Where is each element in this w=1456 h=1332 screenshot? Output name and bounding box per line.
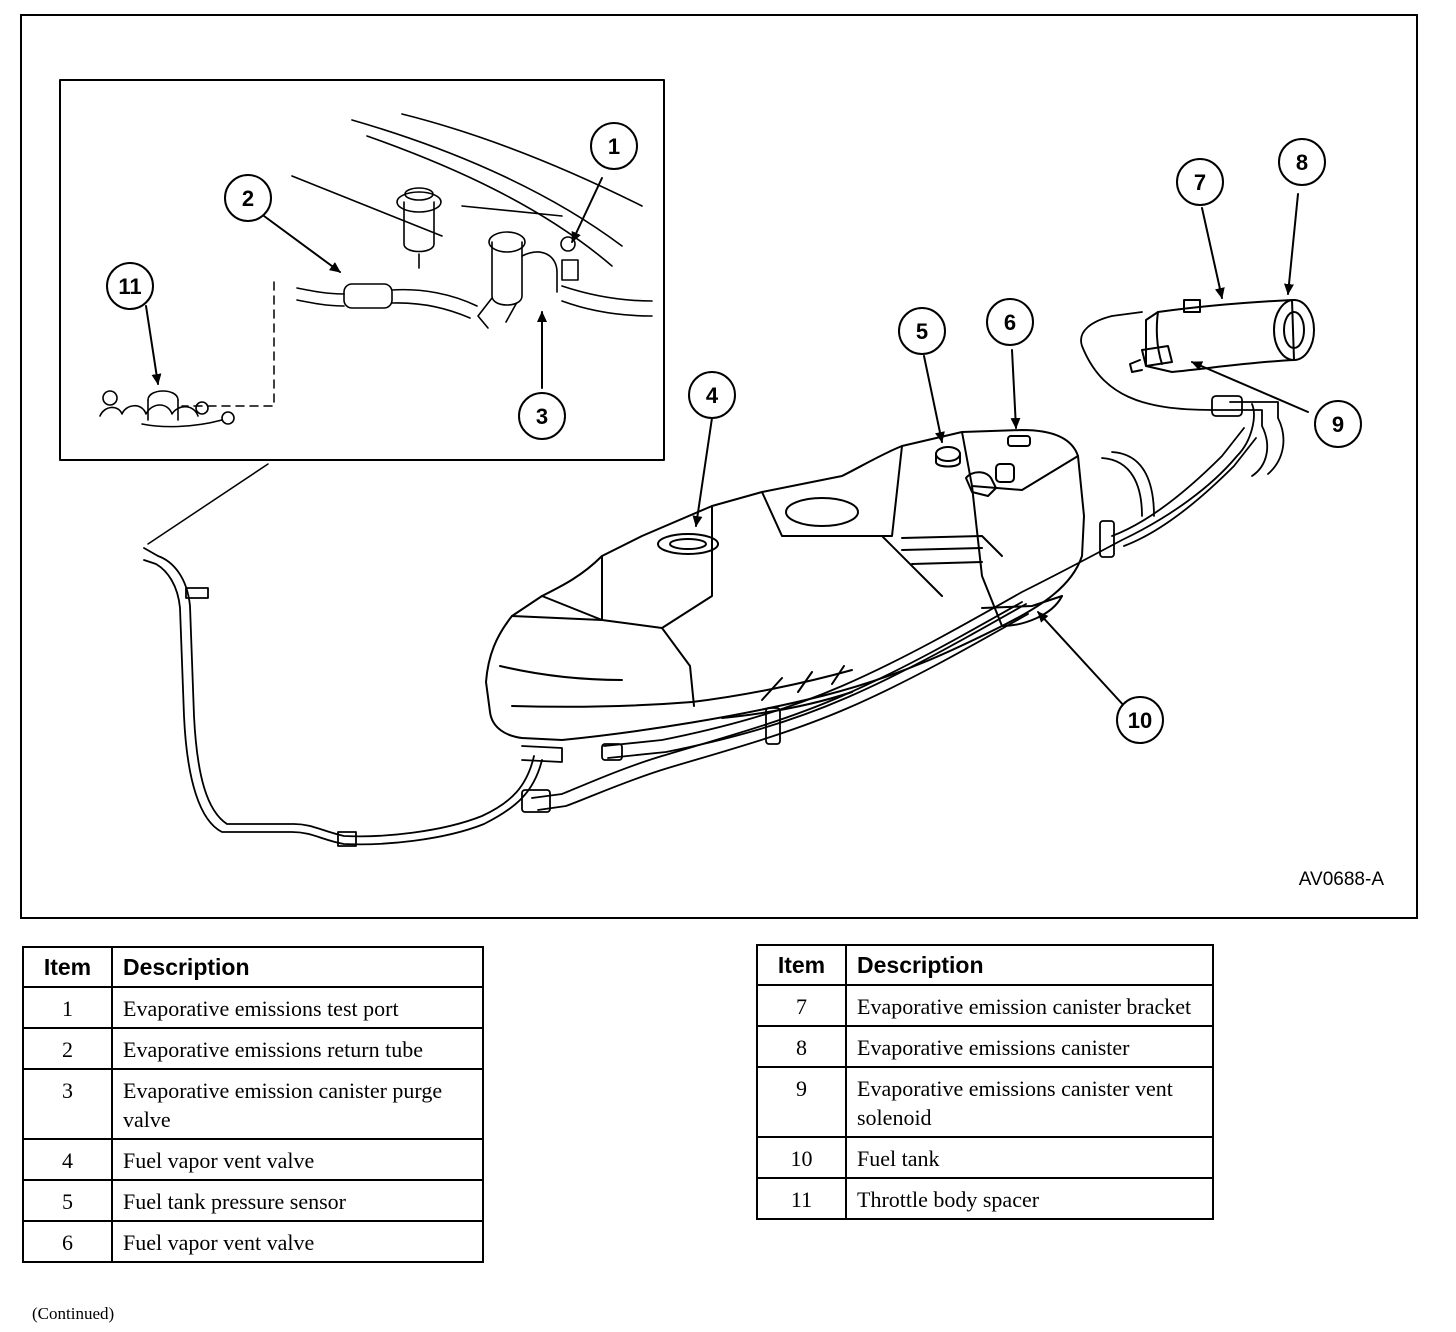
callout-7-circle — [1176, 158, 1224, 206]
callout-3-number: 3 — [536, 404, 548, 429]
table-row: 6 Fuel vapor vent valve — [22, 1220, 484, 1263]
callout-9-number: 9 — [1332, 412, 1344, 437]
callout-10-number: 10 — [1128, 708, 1152, 733]
callout-2-circle — [224, 174, 272, 222]
table-row: 11 Throttle body spacer — [756, 1177, 1214, 1220]
column-header-description: Description — [845, 944, 1214, 986]
callout-11-circle — [106, 262, 154, 310]
table-row: 2 Evaporative emissions return tube — [22, 1027, 484, 1070]
item-description: Evaporative emission canister purge valv… — [111, 1068, 484, 1140]
callout-5-circle — [898, 307, 946, 355]
figure-code: AV0688-A — [1298, 869, 1384, 890]
fuel-tank-drawing — [485, 429, 1085, 741]
legend-table-left: Item Description 1 Evaporative emissions… — [22, 946, 484, 1263]
table-row: 5 Fuel tank pressure sensor — [22, 1179, 484, 1222]
item-number: 2 — [22, 1027, 113, 1070]
table-row: 10 Fuel tank — [756, 1136, 1214, 1179]
item-number: 5 — [22, 1179, 113, 1222]
callout-9-circle — [1314, 400, 1362, 448]
diagram-figure: 1 2 3 4 5 6 7 8 9 10 11 AV0688-A — [20, 14, 1418, 919]
callout-1-number: 1 — [608, 134, 620, 159]
callout-8-number: 8 — [1296, 150, 1308, 175]
item-description: Evaporative emissions return tube — [111, 1027, 484, 1070]
callout-11-number: 11 — [118, 274, 141, 299]
inset-engine-bay — [99, 113, 653, 428]
callout-6-circle — [986, 298, 1034, 346]
callout-1-circle — [590, 122, 638, 170]
item-number: 10 — [756, 1136, 847, 1179]
callout-7-number: 7 — [1194, 170, 1206, 195]
callout-10-circle — [1116, 696, 1164, 744]
table-row: 9 Evaporative emissions canister vent so… — [756, 1066, 1214, 1138]
item-number: 7 — [756, 984, 847, 1027]
item-number: 9 — [756, 1066, 847, 1138]
item-description: Fuel vapor vent valve — [111, 1220, 484, 1263]
item-description: Evaporative emissions canister — [845, 1025, 1214, 1068]
item-number: 3 — [22, 1068, 113, 1140]
item-description: Fuel tank pressure sensor — [111, 1179, 484, 1222]
table-row: 7 Evaporative emission canister bracket — [756, 984, 1214, 1027]
item-description: Evaporative emissions test port — [111, 986, 484, 1029]
callout-2-number: 2 — [242, 186, 254, 211]
table-row: 3 Evaporative emission canister purge va… — [22, 1068, 484, 1140]
table-row: 1 Evaporative emissions test port — [22, 986, 484, 1029]
legend-table-right: Item Description 7 Evaporative emission … — [756, 944, 1214, 1220]
callout-8-circle — [1278, 138, 1326, 186]
item-description: Evaporative emission canister bracket — [845, 984, 1214, 1027]
column-header-item: Item — [22, 946, 113, 988]
legend-header-row: Item Description — [756, 944, 1214, 986]
table-row: 4 Fuel vapor vent valve — [22, 1138, 484, 1181]
callout-6-number: 6 — [1004, 310, 1016, 335]
callout-4-number: 4 — [706, 383, 719, 408]
continued-note: (Continued) — [32, 1304, 115, 1323]
callout-leaders — [145, 177, 1309, 709]
item-number: 6 — [22, 1220, 113, 1263]
inset-detail-box — [59, 79, 665, 461]
item-number: 8 — [756, 1025, 847, 1068]
item-number: 1 — [22, 986, 113, 1029]
vapor-lines — [143, 311, 1285, 847]
legend-header-row: Item Description — [22, 946, 484, 988]
callout-5-number: 5 — [916, 319, 928, 344]
item-description: Evaporative emissions canister vent sole… — [845, 1066, 1214, 1138]
callout-3-circle — [518, 392, 566, 440]
item-number: 11 — [756, 1177, 847, 1220]
table-row: 8 Evaporative emissions canister — [756, 1025, 1214, 1068]
item-number: 4 — [22, 1138, 113, 1181]
diagram-artwork: 1 2 3 4 5 6 7 8 9 10 11 — [59, 79, 1362, 847]
column-header-item: Item — [756, 944, 847, 986]
item-description: Fuel tank — [845, 1136, 1214, 1179]
column-header-description: Description — [111, 946, 484, 988]
item-description: Fuel vapor vent valve — [111, 1138, 484, 1181]
canister-drawing — [1129, 299, 1315, 373]
callout-4-circle — [688, 371, 736, 419]
item-description: Throttle body spacer — [845, 1177, 1214, 1220]
